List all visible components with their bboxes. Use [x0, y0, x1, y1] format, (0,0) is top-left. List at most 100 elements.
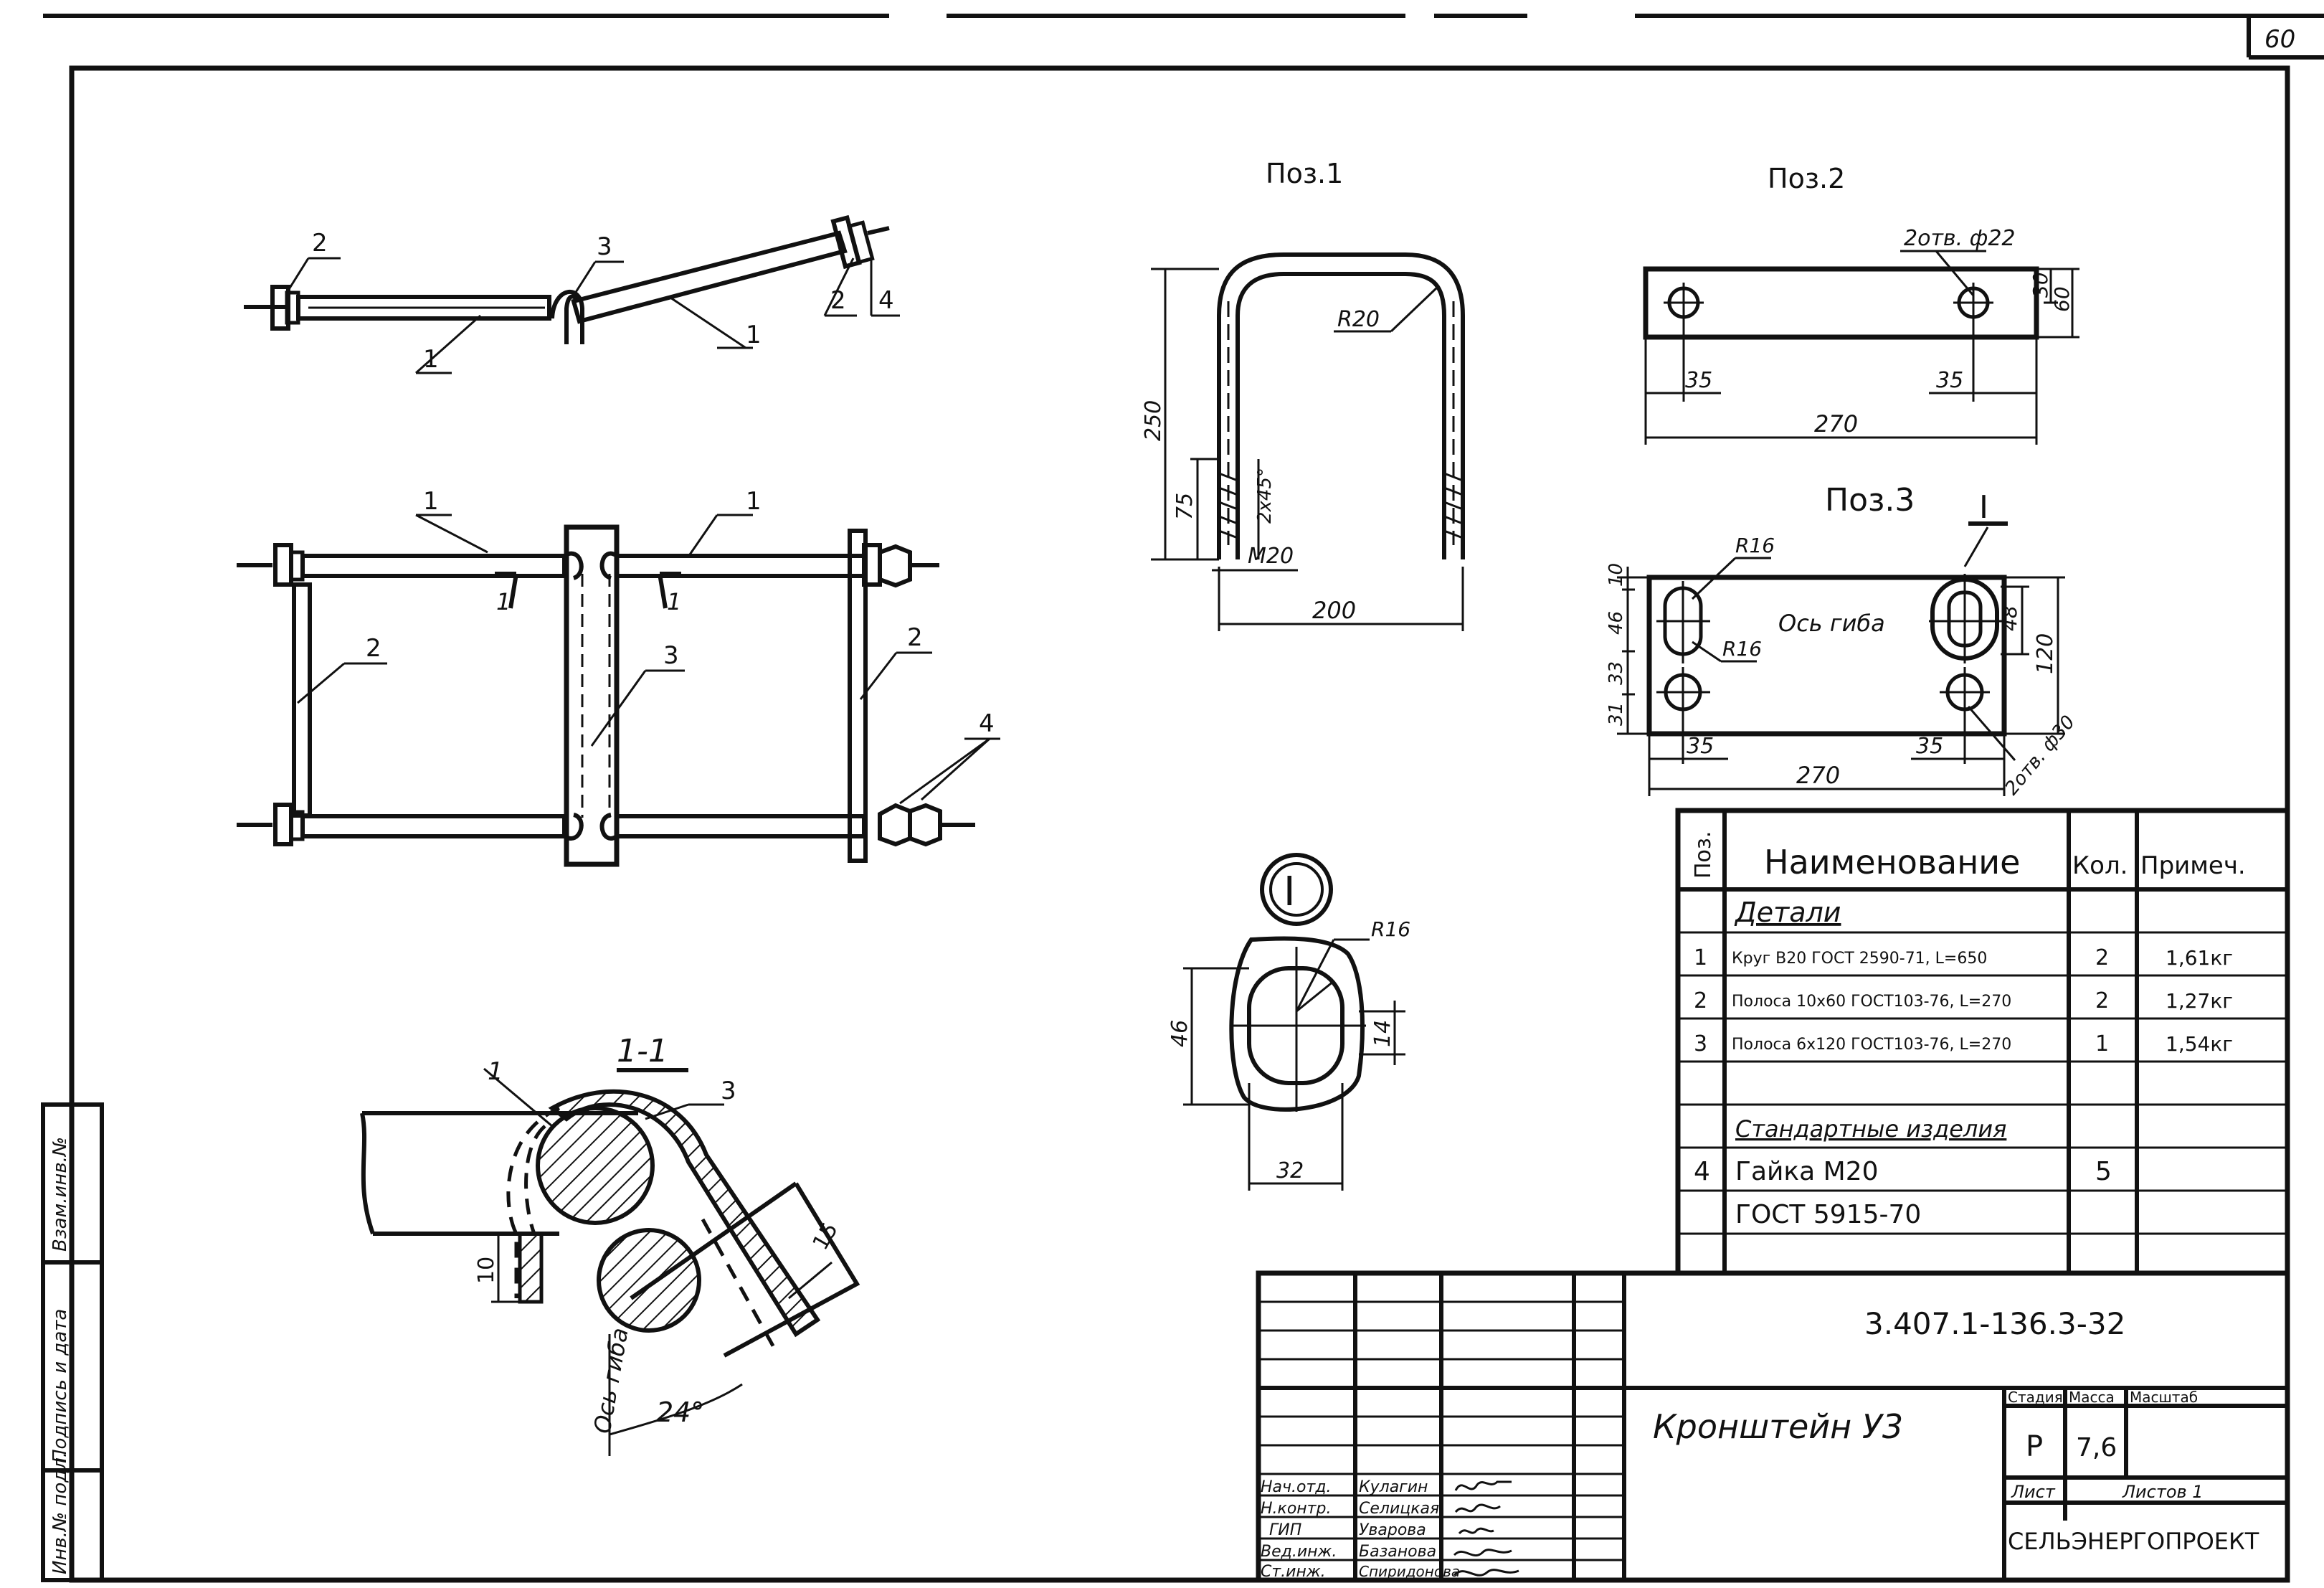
- pos1-dim-75: 75: [1172, 493, 1197, 520]
- sheets-label: Листов 1: [2122, 1482, 2204, 1502]
- pos3-r16a: R16: [1735, 534, 1775, 557]
- sheet-number-box: 60: [2247, 16, 2324, 60]
- row4-name: Гайка М20: [1735, 1157, 1879, 1186]
- pos2-dim-35a: 35: [1685, 368, 1712, 393]
- row4-qty: 5: [2095, 1157, 2112, 1186]
- stage-label: Стадия: [2008, 1389, 2063, 1406]
- top-label-4: 4: [878, 286, 894, 315]
- role-1: Нач.отд.: [1261, 1478, 1332, 1496]
- pos2-dim-60: 60: [2050, 286, 2074, 312]
- row4-pos: 4: [1694, 1157, 1710, 1186]
- pos2-plate: Поз.2 2отв. ф22 30 60 35 35 270: [1643, 163, 2079, 445]
- th-name: Наименование: [1764, 843, 2020, 882]
- row2-pos: 2: [1694, 988, 1707, 1013]
- role-5: Ст.инж.: [1261, 1563, 1326, 1581]
- row3-qty: 1: [2095, 1031, 2109, 1057]
- section-dim-10: 10: [474, 1257, 499, 1284]
- top-label-2b: 2: [830, 286, 846, 315]
- section-details-label: Детали: [1734, 897, 1841, 928]
- spec-table: Поз. Наименование Кол. Примеч. Детали 1 …: [1675, 808, 2290, 1276]
- row3-name: Полоса 6х120 ГОСТ103-76, L=270: [1732, 1036, 2011, 1054]
- detail-I: I R16 46 14 32: [1167, 853, 1410, 1191]
- stamp-sign-date: Подпись и дата: [49, 1309, 71, 1463]
- pos3-bend-axis: Ось гиба: [1778, 610, 1885, 637]
- section-bend-axis: Ось гиба: [588, 1325, 633, 1435]
- doc-code: 3.407.1-136.3-32: [1864, 1306, 2125, 1341]
- section-standard-label: Стандартные изделия: [1735, 1115, 2006, 1143]
- pos2-dim-35b: 35: [1936, 368, 1963, 393]
- detail-dim-46: 46: [1167, 1020, 1192, 1047]
- pos2-dim-270: 270: [1814, 410, 1858, 438]
- pos3-holes: 2отв. ф30: [2001, 712, 2079, 800]
- row2-name: Полоса 10х60 ГОСТ103-76, L=270: [1732, 993, 2011, 1011]
- pos3-dim-10: 10: [1606, 563, 1627, 587]
- pos1-chamfer: 2х45°: [1254, 468, 1276, 524]
- pos3-dim-270: 270: [1796, 762, 1840, 789]
- pos3-detail-ref: I: [1979, 489, 1988, 526]
- front-label-1a: 1: [423, 487, 439, 516]
- front-label-2a: 2: [366, 634, 381, 663]
- row2-note: 1,27кг: [2166, 989, 2233, 1013]
- th-note: Примеч.: [2140, 851, 2246, 880]
- row1-note: 1,61кг: [2166, 946, 2233, 970]
- pos3-r16b: R16: [1722, 637, 1762, 661]
- front-label-4: 4: [979, 709, 995, 738]
- top-label-1b: 1: [746, 321, 762, 349]
- front-label-1b: 1: [746, 487, 762, 516]
- th-pos: Поз.: [1691, 831, 1716, 879]
- section-label-3: 3: [721, 1077, 736, 1105]
- top-view: 2 3 2 4 1 1: [244, 214, 900, 374]
- th-qty: Кол.: [2072, 851, 2128, 880]
- pos3-dim-31: 31: [1606, 702, 1627, 726]
- pos3-dim-120: 120: [2033, 633, 2058, 674]
- section-angle: 24°: [656, 1396, 704, 1428]
- mass-value: 7,6: [2076, 1433, 2117, 1462]
- cut-mark-b: 1: [667, 588, 681, 615]
- pos2-dim-30: 30: [2029, 272, 2052, 298]
- company: СЕЛЬЭНЕРГОПРОЕКТ: [2008, 1528, 2259, 1555]
- detail-marker: I: [1284, 869, 1296, 915]
- stamp-inv-orig: Инв.№ подл.: [49, 1452, 71, 1574]
- pos3-dim-33: 33: [1606, 661, 1627, 685]
- pos3-dim-35b: 35: [1916, 734, 1943, 759]
- pos3-plate: Поз.3 I Ось гиба R16 R16 10 46 33 31: [1606, 482, 2079, 799]
- front-view: 1 1 2 2 3 4 1 1: [237, 487, 1000, 867]
- pos3-title: Поз.3: [1825, 482, 1915, 519]
- scale-label: Масштаб: [2130, 1389, 2198, 1406]
- stage-value: Р: [2026, 1430, 2043, 1463]
- pos1-dim-200: 200: [1312, 597, 1356, 624]
- row3-note: 1,54кг: [2166, 1032, 2233, 1056]
- signatures: [1453, 1480, 1519, 1577]
- stamp-inv-repl: Взам.инв.№: [49, 1137, 71, 1252]
- pos1-u-bolt: Поз.1 250 75 2х45° М20 200 R20: [1141, 158, 1465, 631]
- role-2: Н.контр.: [1261, 1500, 1331, 1518]
- row1-qty: 2: [2095, 945, 2109, 970]
- section-title: 1-1: [617, 1033, 668, 1069]
- pos3-dim-48: 48: [1998, 605, 2021, 631]
- name-3: Уварова: [1359, 1521, 1426, 1539]
- name-4: Базанова: [1359, 1543, 1436, 1561]
- row4-name2: ГОСТ 5915-70: [1735, 1200, 1921, 1229]
- name-5: Спиридонова: [1359, 1563, 1460, 1580]
- name-1: Кулагин: [1359, 1478, 1428, 1496]
- top-label-1a: 1: [423, 345, 439, 374]
- pos1-thread: М20: [1248, 544, 1294, 569]
- detail-dim-14: 14: [1370, 1020, 1395, 1047]
- title-block: 3.407.1-136.3-32 Кронштейн У3 Стадия Мас…: [1256, 1270, 2290, 1583]
- pos1-dim-250: 250: [1141, 400, 1166, 441]
- doc-title: Кронштейн У3: [1653, 1407, 1903, 1446]
- name-2: Селицкая: [1359, 1500, 1439, 1518]
- cut-mark-a: 1: [496, 588, 511, 615]
- role-3: ГИП: [1269, 1521, 1301, 1539]
- mass-label: Масса: [2069, 1389, 2115, 1406]
- front-label-3: 3: [663, 641, 679, 670]
- row1-name: Круг В20 ГОСТ 2590-71, L=650: [1732, 950, 1987, 968]
- detail-dim-32: 32: [1276, 1158, 1304, 1183]
- row1-pos: 1: [1694, 945, 1707, 970]
- pos2-holes: 2отв. ф22: [1904, 226, 2016, 251]
- side-stamp: Инв.№ подл. Подпись и дата Взам.инв.№: [41, 1102, 104, 1582]
- pos1-title: Поз.1: [1266, 158, 1343, 189]
- pos1-radius: R20: [1337, 307, 1380, 332]
- section-label-1: 1: [488, 1057, 503, 1086]
